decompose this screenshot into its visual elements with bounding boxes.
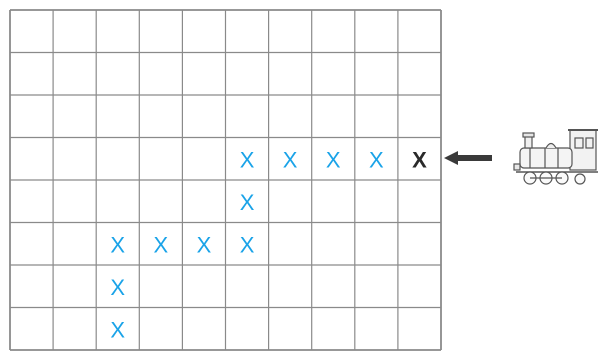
start-x-mark: X [412,147,427,172]
path-x-mark: X [240,147,255,172]
path-x-mark: X [240,190,255,215]
path-x-mark: X [110,232,125,257]
steam-locomotive-icon [514,130,598,184]
grid-lines [10,10,441,350]
path-x-mark: X [110,275,125,300]
path-x-mark: X [154,232,169,257]
left-arrow-icon [444,151,492,165]
path-x-mark: X [110,317,125,342]
path-x-mark: X [240,232,255,257]
path-x-mark: X [197,232,212,257]
path-x-mark: X [369,147,384,172]
path-x-mark: X [283,147,298,172]
path-x-mark: X [326,147,341,172]
